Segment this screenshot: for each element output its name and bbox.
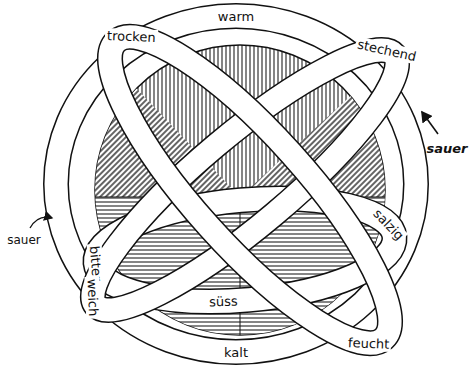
side-label: sauer <box>5 233 43 248</box>
band-label: süss <box>207 293 240 309</box>
band-ring <box>75 5 424 372</box>
band-label: weich <box>84 276 101 318</box>
band-label: warm <box>216 9 256 24</box>
side-label: sauer <box>425 141 470 156</box>
bands <box>56 5 425 372</box>
band-label: trocken <box>105 28 158 45</box>
band-label: feucht <box>346 335 392 352</box>
band-label: kalt <box>222 345 250 360</box>
leader-arrow <box>422 112 438 134</box>
leader-arrow <box>30 217 52 228</box>
band-ring <box>75 5 424 372</box>
